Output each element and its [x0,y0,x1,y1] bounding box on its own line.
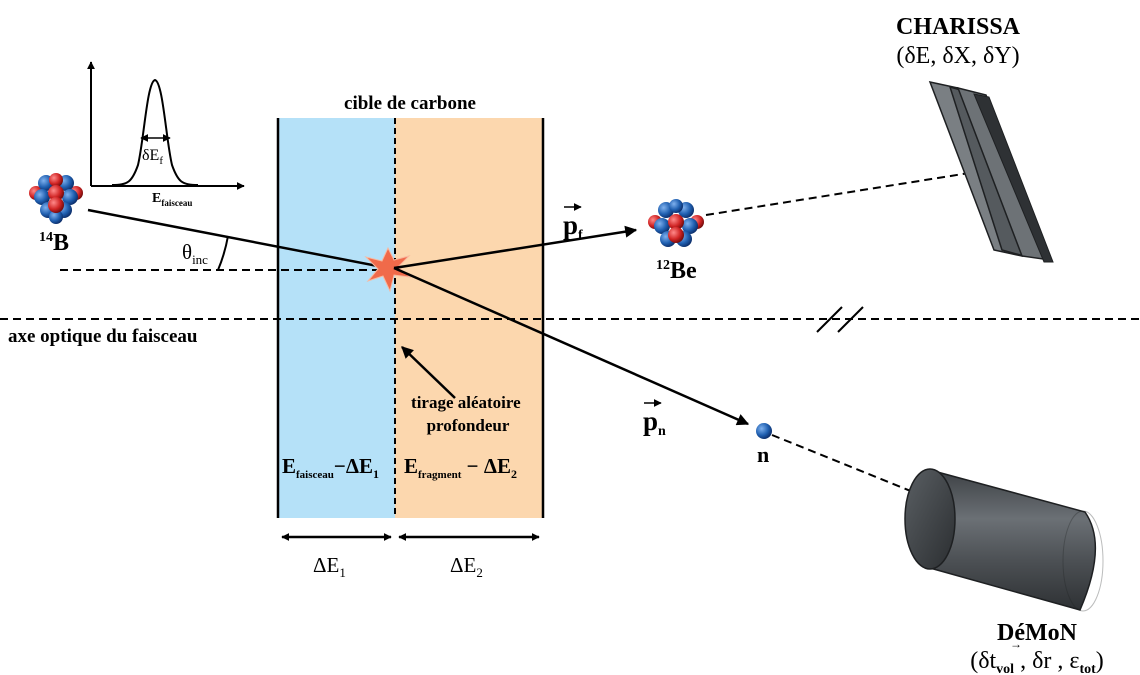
nucleus-14b [29,173,83,224]
interaction-star [364,246,412,293]
inset-gaussian-curve [111,78,199,186]
inset-xaxis-label: Efaisceau [152,191,192,208]
delta-e1-label: ΔE1 [313,553,346,580]
target-blue-layer [278,118,395,518]
inset-peak-label: δEf [142,147,163,167]
delta-e2-label: ΔE2 [450,553,483,580]
axis-break-mark [816,306,843,333]
nucleus-14b-label: 14B [39,230,69,256]
incoming-trajectory [87,208,389,270]
neutron-to-demon [771,434,929,499]
energy-left-label: Efaisceau−ΔE1 [282,454,379,481]
svg-text:pn: pn [643,406,666,439]
charissa-detector [928,80,1054,263]
axis-break-mark [837,306,864,333]
energy-right-label: Efragment − ΔE2 [404,454,517,481]
demon-r-vector-arrow: → [1010,637,1022,651]
demon-name: DéMoN [997,620,1078,646]
angle-arc [217,235,229,271]
target-label: cible de carbone [344,93,476,114]
beam-axis-label: axe optique du faisceau [8,326,198,347]
inset-energy-plot: δEf Efaisceau [87,61,245,208]
random-depth-label: tirage aléatoire profondeur [411,393,525,435]
nucleus-12be [648,199,704,247]
fragment-momentum-label: pf [563,203,583,243]
neutron-label: n [757,442,769,467]
charissa-name: CHARISSA [896,14,1021,40]
neutron-trajectory[interactable] [393,266,750,426]
demon-detector [904,468,1104,612]
neutron-particle [756,423,772,439]
svg-text:pf: pf [563,210,583,243]
neutron-momentum-label: pn [643,399,666,439]
nucleus-12be-label: 12Be [656,258,697,284]
fragment-to-charissa [705,169,989,216]
random-depth-arrow [401,346,456,399]
demon-resolution: (δtvol , δr , εtot) [970,648,1104,675]
fragment-trajectory[interactable] [393,225,638,270]
angle-label: θinc [182,240,208,267]
charissa-resolution: (δE, δX, δY) [896,43,1019,69]
